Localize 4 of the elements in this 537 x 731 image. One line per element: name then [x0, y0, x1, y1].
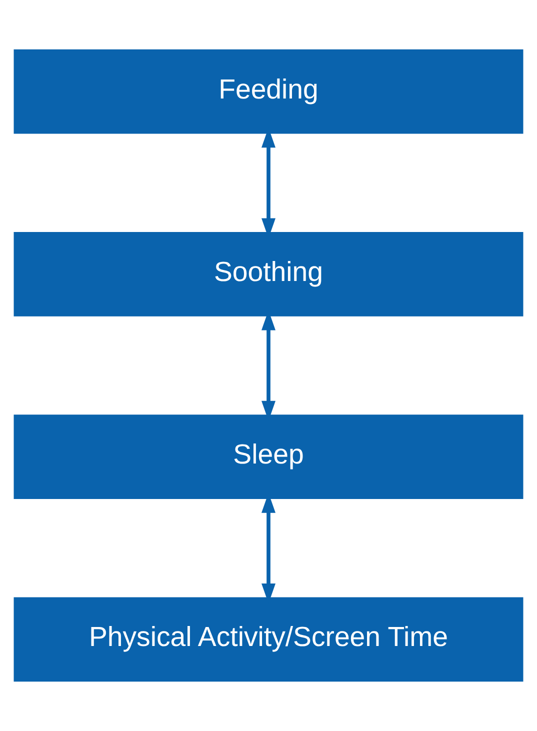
node-box: Soothing	[14, 232, 524, 316]
node-box: Feeding	[14, 49, 524, 134]
node-box: Sleep	[14, 414, 524, 500]
node-box: Physical Activity/Screen Time	[14, 597, 524, 682]
